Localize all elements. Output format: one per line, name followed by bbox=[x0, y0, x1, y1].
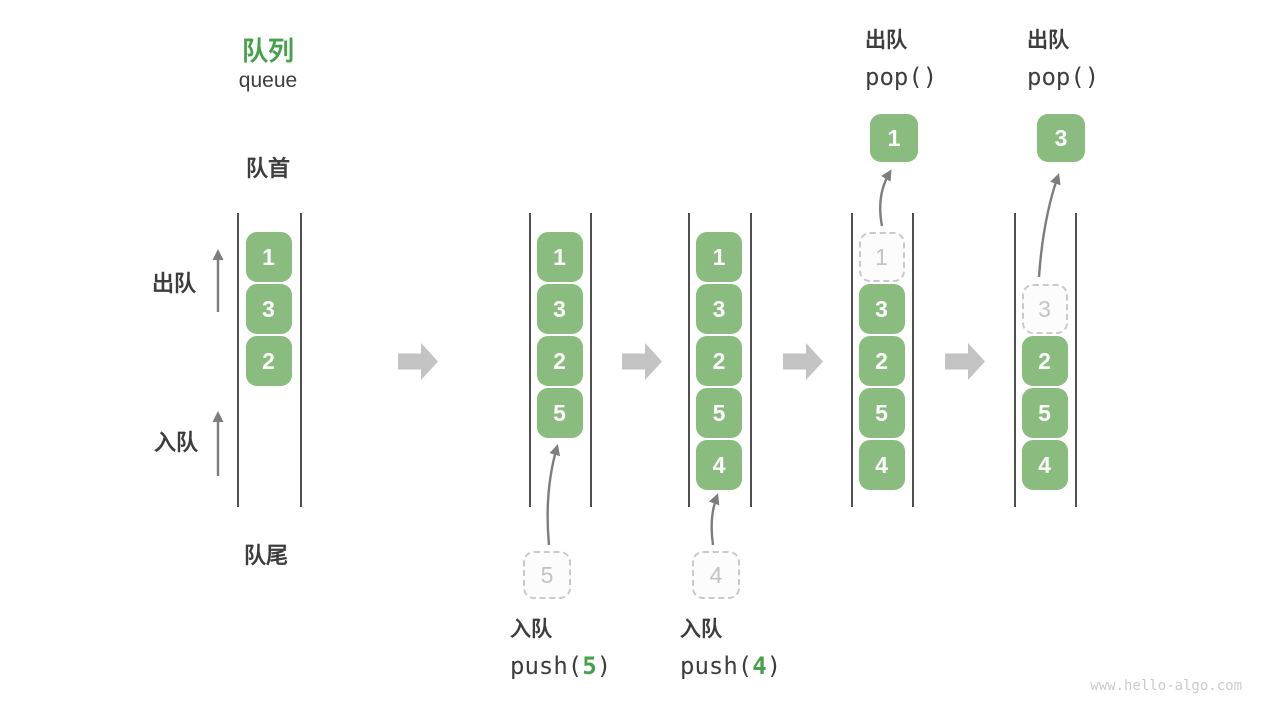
push-4-code-pre: push( bbox=[680, 652, 753, 680]
pop-2-operation-label: 出队 pop() bbox=[1027, 28, 1099, 91]
queue-wall-left bbox=[237, 213, 239, 507]
queue-cell-3: 3 bbox=[1021, 284, 1068, 334]
queue-cell-1: 1 bbox=[696, 232, 742, 282]
queue-wall-right bbox=[590, 213, 592, 507]
enqueue-5-arrow-icon bbox=[546, 444, 561, 546]
watermark: www.hello-algo.com bbox=[1090, 678, 1242, 694]
pop-1-op-title: 出队 bbox=[865, 29, 907, 52]
queue-cell-4: 4 bbox=[1021, 440, 1068, 490]
queue-cell-4: 4 bbox=[696, 440, 742, 490]
queue-cell-3: 3 bbox=[858, 284, 905, 334]
push-5-code-post: ) bbox=[596, 652, 612, 680]
flow-arrow-icon bbox=[783, 343, 823, 380]
flow-arrow-icon bbox=[945, 343, 985, 380]
push-4-operation-label: 入队 push(4) bbox=[680, 617, 781, 680]
pop-3-arrow-icon bbox=[1037, 173, 1061, 278]
queue-wall-right bbox=[750, 213, 752, 507]
dequeue-side-label: 出队 bbox=[152, 271, 197, 296]
queue-cell-2: 2 bbox=[696, 336, 742, 386]
push-5-op-title: 入队 bbox=[510, 618, 552, 641]
push-5-op-code: push(5) bbox=[510, 652, 611, 680]
pop-2-op-title: 出队 bbox=[1027, 29, 1069, 52]
push-4-code-post: ) bbox=[766, 652, 782, 680]
pop-1-op-code: pop() bbox=[865, 63, 938, 91]
queue-cell-2: 2 bbox=[1021, 336, 1068, 386]
queue-cell-5: 5 bbox=[696, 388, 742, 438]
queue-cell-3: 3 bbox=[245, 284, 292, 334]
queue-cell-2: 2 bbox=[536, 336, 583, 386]
queue-front-label: 队首 bbox=[245, 156, 290, 181]
queue-rear-label: 队尾 bbox=[243, 543, 288, 568]
queue-cell-5: 5 bbox=[1021, 388, 1068, 438]
queue-wall-right bbox=[300, 213, 302, 507]
queue-cell-2: 2 bbox=[858, 336, 905, 386]
push-5-operation-label: 入队 push(5) bbox=[510, 617, 611, 680]
queue-cell-5: 5 bbox=[858, 388, 905, 438]
pop-1-arrow-icon bbox=[879, 169, 892, 227]
staged-box-4: 4 bbox=[692, 551, 740, 599]
popped-box-3: 3 bbox=[1037, 114, 1085, 162]
enqueue-side-label: 入队 bbox=[154, 430, 199, 455]
queue-wall-left bbox=[1014, 213, 1016, 507]
flow-arrow-icon bbox=[398, 343, 438, 380]
push-4-op-code: push(4) bbox=[680, 652, 781, 680]
queue-cell-3: 3 bbox=[696, 284, 742, 334]
queue-cell-1: 1 bbox=[858, 232, 905, 282]
push-4-op-title: 入队 bbox=[680, 618, 722, 641]
staged-box-5: 5 bbox=[523, 551, 571, 599]
queue-cell-4: 4 bbox=[858, 440, 905, 490]
queue-wall-left bbox=[688, 213, 690, 507]
push-5-code-pre: push( bbox=[510, 652, 583, 680]
enqueue-4-arrow-icon bbox=[709, 493, 720, 546]
queue-cell-3: 3 bbox=[536, 284, 583, 334]
queue-wall-left bbox=[529, 213, 531, 507]
queue-wall-right bbox=[912, 213, 914, 507]
queue-cell-1: 1 bbox=[536, 232, 583, 282]
queue-cell-2: 2 bbox=[245, 336, 292, 386]
thin-arrows-group bbox=[212, 169, 1061, 546]
diagram-title-zh: 队列 bbox=[241, 36, 294, 66]
push-5-code-arg: 5 bbox=[582, 652, 597, 680]
queue-wall-right bbox=[1075, 213, 1077, 507]
flow-arrow-icon bbox=[622, 343, 662, 380]
queue-cell-1: 1 bbox=[245, 232, 292, 282]
pop-1-operation-label: 出队 pop() bbox=[865, 28, 937, 91]
popped-box-1: 1 bbox=[870, 114, 918, 162]
queue-wall-left bbox=[851, 213, 853, 507]
pop-2-op-code: pop() bbox=[1027, 63, 1100, 91]
diagram-title-en: queue bbox=[238, 69, 298, 92]
push-4-code-arg: 4 bbox=[752, 652, 767, 680]
queue-cell-5: 5 bbox=[536, 388, 583, 438]
